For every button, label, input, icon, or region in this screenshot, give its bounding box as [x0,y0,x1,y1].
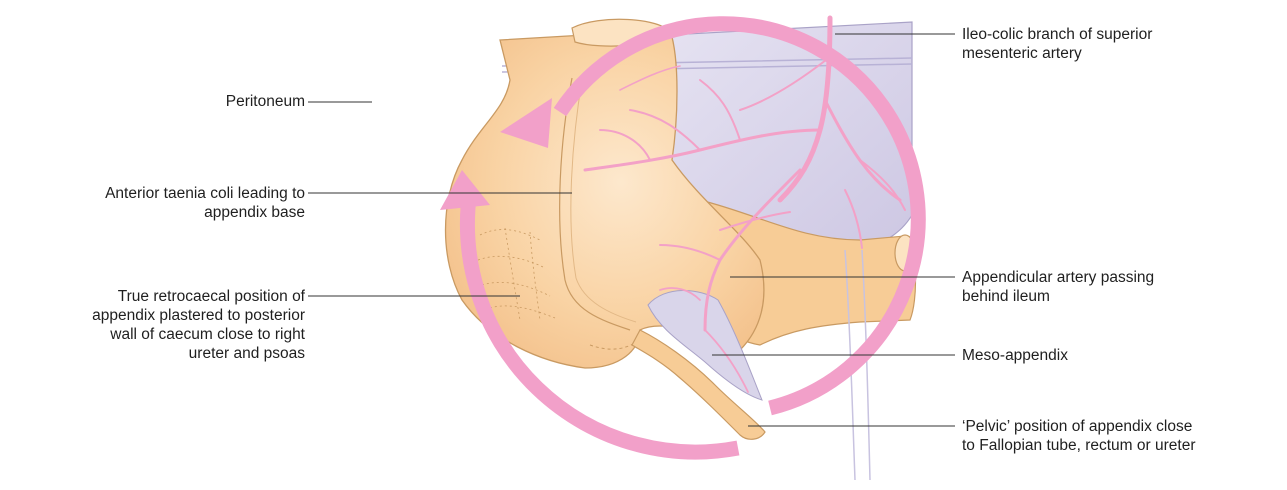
peritoneum-text: Peritoneum [150,92,305,111]
retrocaecal-line-1: True retrocaecal position of [6,287,305,306]
label-anterior-taenia: Anterior taenia coli leading to appendix… [10,184,305,222]
anterior-taenia-line-2: appendix base [10,203,305,222]
label-peritoneum: Peritoneum [150,92,305,111]
pelvic-position-line-1: ‘Pelvic’ position of appendix close [962,417,1284,436]
label-meso-appendix: Meso-appendix [962,346,1262,365]
ileo-colic-line-1: Ileo-colic branch of superior [962,25,1262,44]
label-retrocaecal: True retrocaecal position of appendix pl… [6,287,305,363]
label-appendicular-artery: Appendicular artery passing behind ileum [962,268,1262,306]
meso-appendix-text: Meso-appendix [962,346,1262,365]
label-pelvic-position: ‘Pelvic’ position of appendix close to F… [962,417,1284,455]
appendicular-artery-line-2: behind ileum [962,287,1262,306]
ileo-colic-line-2: mesenteric artery [962,44,1262,63]
retrocaecal-line-4: ureter and psoas [6,344,305,363]
label-ileo-colic: Ileo-colic branch of superior mesenteric… [962,25,1262,63]
appendicular-artery-line-1: Appendicular artery passing [962,268,1262,287]
retrocaecal-line-3: wall of caecum close to right [6,325,305,344]
retrocaecal-line-2: appendix plastered to posterior [6,306,305,325]
anterior-taenia-line-1: Anterior taenia coli leading to [10,184,305,203]
pelvic-position-line-2: to Fallopian tube, rectum or ureter [962,436,1284,455]
